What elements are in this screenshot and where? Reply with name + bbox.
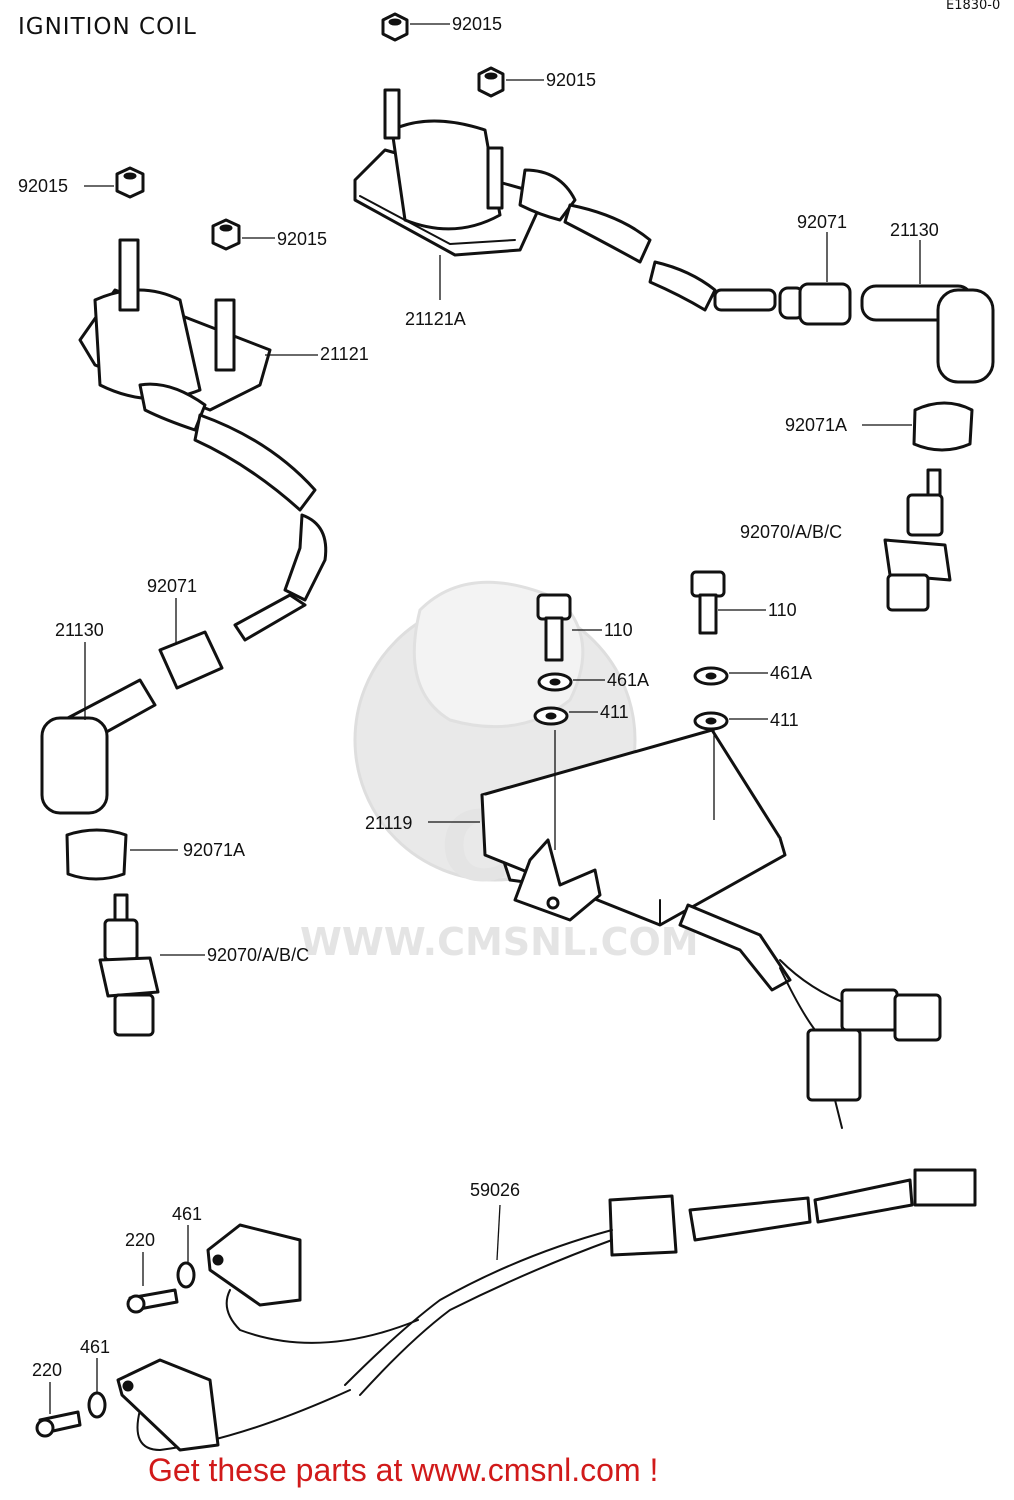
wiring-harness-59026[interactable] (136, 1168, 977, 1451)
screw-220-lower[interactable] (35, 1382, 82, 1438)
lockwasher-461a-right[interactable] (693, 666, 768, 686)
label-cap-seal-right: 92071A (785, 415, 847, 435)
label-coil-left: 21121 (320, 344, 369, 364)
pickup-coil-upper[interactable] (206, 1223, 302, 1307)
label-pickup-screw-2: 220 (32, 1360, 62, 1380)
label-pickup-washer-2: 461 (80, 1337, 110, 1357)
label-plug-right: 92070/A/B/C (740, 522, 842, 542)
igniter-21119[interactable] (428, 728, 942, 1129)
callout-labels: 92015 92015 92015 92015 21121 21121A 920… (18, 14, 939, 1380)
nut-92015-left-1[interactable] (84, 166, 145, 199)
label-nut-left-1: 92015 (18, 176, 68, 196)
footer-promo-link[interactable]: Get these parts at www.cmsnl.com ! (148, 1452, 659, 1488)
spark-plug-92070-right[interactable] (883, 468, 952, 612)
nut-92015-left-2[interactable] (211, 218, 275, 251)
diagram-code: E1830-0 (946, 0, 1001, 13)
ignition-coil-21121[interactable] (78, 238, 328, 602)
label-cap-left: 21130 (55, 620, 104, 640)
bolt-110-right[interactable] (690, 570, 766, 635)
plug-cap-21130-left[interactable] (40, 642, 157, 815)
label-pickup-screw-1: 220 (125, 1230, 155, 1250)
label-seal-left: 92071 (147, 576, 197, 596)
cap-seal-92071a-left[interactable] (65, 828, 178, 881)
label-nut-left-2: 92015 (277, 229, 327, 249)
label-washer-2: 411 (770, 710, 799, 730)
label-lockwasher-2: 461A (770, 663, 812, 683)
diagram-title: IGNITION COIL (18, 14, 197, 40)
label-cap-right: 21130 (890, 220, 939, 240)
spark-plug-92070-left[interactable] (98, 893, 205, 1037)
lead-seal-92071-left[interactable] (158, 593, 307, 690)
label-washer-1: 411 (600, 702, 629, 722)
screw-220-upper[interactable] (126, 1252, 179, 1314)
lockwasher-461a-left[interactable] (537, 672, 605, 692)
lead-seal-92071-right[interactable] (713, 232, 852, 326)
label-harness: 59026 (470, 1180, 520, 1200)
label-bolt-1: 110 (604, 620, 633, 640)
label-pickup-washer-1: 461 (172, 1204, 202, 1224)
washer-411-right[interactable] (693, 711, 768, 731)
cap-seal-92071a-right[interactable] (862, 401, 974, 452)
label-coil-right: 21121A (405, 309, 466, 329)
label-nut-top-2: 92015 (546, 70, 596, 90)
nut-92015-top-2[interactable] (477, 66, 544, 98)
label-lockwasher-1: 461A (607, 670, 649, 690)
label-cap-seal-left: 92071A (183, 840, 245, 860)
pickup-coil-lower[interactable] (116, 1358, 220, 1452)
ignition-coil-21121a[interactable] (353, 88, 717, 312)
bolt-110-left[interactable] (536, 593, 602, 662)
washer-461-lower[interactable] (87, 1358, 107, 1419)
washer-461-upper[interactable] (176, 1225, 196, 1289)
washer-411-left[interactable] (533, 706, 598, 726)
watermark-url: WWW.CMSNL.COM (300, 920, 699, 964)
label-bolt-2: 110 (768, 600, 797, 620)
label-igniter: 21119 (365, 813, 412, 833)
label-seal-right: 92071 (797, 212, 847, 232)
plug-cap-21130-right[interactable] (860, 240, 995, 384)
nut-92015-top-1[interactable] (381, 12, 450, 42)
label-plug-left: 92070/A/B/C (207, 945, 309, 965)
label-nut-top-1: 92015 (452, 14, 502, 34)
